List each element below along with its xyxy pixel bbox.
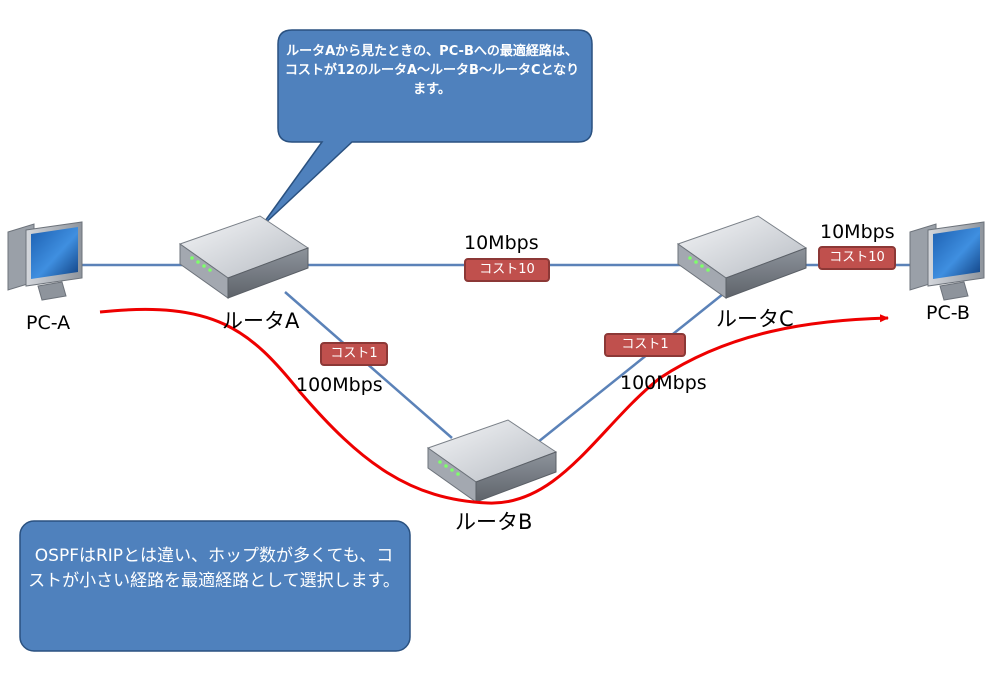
best-path-arrow [99, 307, 889, 505]
link-routerb-routerc [527, 289, 729, 451]
note-box [19, 520, 411, 652]
speed-label-b-c: 100Mbps [620, 372, 707, 394]
router-a-icon [178, 215, 310, 299]
note-text: OSPFはRIPとは違い、ホップ数が多くても、コストが小さい経路を最適経路として… [28, 546, 400, 591]
router-b-label: ルータB [455, 510, 533, 534]
speed-label-c-pcb: 10Mbps [820, 221, 895, 243]
pc-a-icon [7, 221, 83, 301]
router-c-label: ルータC [716, 307, 794, 331]
pc-a-label: PC-A [26, 312, 71, 334]
cost-badge-a-c: コスト10 [464, 258, 550, 282]
router-a-label: ルータA [222, 309, 300, 333]
callout-bubble [259, 29, 593, 229]
router-c-icon [676, 215, 808, 299]
pc-b-label: PC-B [926, 302, 970, 324]
callout-text: ルータAから見たときの、PC-Bへの最適経路は、コストが12のルータA～ルータB… [284, 44, 580, 97]
speed-label-a-b: 100Mbps [296, 374, 383, 396]
cost-badge-b-c: コスト1 [604, 333, 686, 357]
network-links [80, 263, 918, 451]
pc-b-icon [909, 221, 985, 301]
cost-badge-a-b: コスト1 [320, 342, 388, 366]
cost-badge-c-pcb: コスト10 [818, 246, 896, 270]
speed-label-a-c: 10Mbps [464, 232, 539, 254]
